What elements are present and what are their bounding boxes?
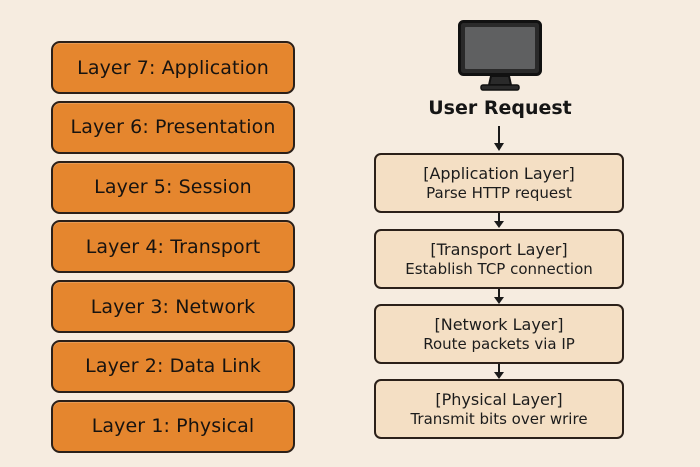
step-subtitle: Route packets via IP bbox=[423, 334, 575, 353]
monitor-icon bbox=[458, 20, 542, 91]
physical-layer-step: [Physical Layer] Transmit bits over wrir… bbox=[374, 379, 624, 439]
arrow-down-icon bbox=[494, 364, 504, 379]
layer-4-transport-box: Layer 4: Transport bbox=[51, 220, 295, 274]
step-subtitle: Establish TCP connection bbox=[405, 259, 593, 278]
step-subtitle: Parse HTTP request bbox=[426, 183, 572, 202]
layer-1-physical-box: Layer 1: Physical bbox=[51, 399, 295, 453]
user-request-title: User Request bbox=[428, 97, 572, 119]
layer-2-data-link-box: Layer 2: Data Link bbox=[51, 339, 295, 393]
osi-layer-stack: Layer 7: Application Layer 6: Presentati… bbox=[51, 41, 295, 460]
arrow-down-icon bbox=[494, 289, 504, 304]
layer-3-network-box: Layer 3: Network bbox=[51, 280, 295, 334]
step-title: [Transport Layer] bbox=[430, 240, 568, 260]
layer-5-session-box: Layer 5: Session bbox=[51, 160, 295, 214]
step-title: [Physical Layer] bbox=[435, 390, 563, 410]
arrow-down-icon bbox=[494, 213, 504, 228]
network-layer-step: [Network Layer] Route packets via IP bbox=[374, 304, 624, 364]
step-title: [Network Layer] bbox=[434, 315, 564, 335]
step-title: [Application Layer] bbox=[423, 164, 575, 184]
transport-layer-step: [Transport Layer] Establish TCP connecti… bbox=[374, 229, 624, 289]
step-subtitle: Transmit bits over wrire bbox=[410, 409, 588, 428]
arrow-down-icon bbox=[494, 126, 504, 151]
layer-6-presentation-box: Layer 6: Presentation bbox=[51, 100, 295, 154]
application-layer-step: [Application Layer] Parse HTTP request bbox=[374, 153, 624, 213]
layer-7-application-box: Layer 7: Application bbox=[51, 41, 295, 94]
